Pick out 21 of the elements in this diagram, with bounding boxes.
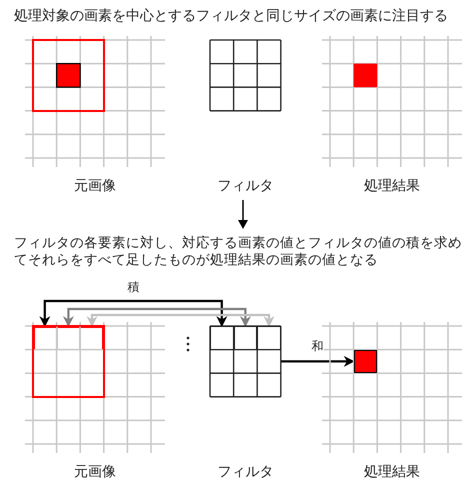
arrow <box>39 300 228 328</box>
heading: 処理対象の画素を中心とするフィルタと同じサイズの画素に注目する <box>14 7 448 26</box>
grid-cell <box>257 326 281 350</box>
arrow <box>281 356 355 367</box>
panel-caption: 元画像 <box>74 463 116 481</box>
panel-caption: 元画像 <box>74 177 116 196</box>
grid-cell <box>234 326 258 350</box>
grid-cell <box>33 326 57 350</box>
result-pixel <box>354 350 378 374</box>
edge-label: 和 <box>310 338 324 354</box>
grid-cell <box>210 326 234 350</box>
grid-cell <box>56 326 80 350</box>
grid-cell <box>80 326 104 350</box>
arrow <box>62 308 251 328</box>
step-description: フィルタの各要素に対し、対応する画素の値とフィルタの値の積を求めてそれらをすべて足したものが処理結果の画素の値となる <box>14 235 463 269</box>
panel-caption: フィルタ <box>218 463 274 481</box>
panel-caption: フィルタ <box>218 177 274 196</box>
panel-caption: 処理結果 <box>364 177 420 196</box>
panel-caption: 処理結果 <box>364 463 420 481</box>
edge-label: 積 <box>126 279 140 295</box>
arrow <box>86 314 274 328</box>
